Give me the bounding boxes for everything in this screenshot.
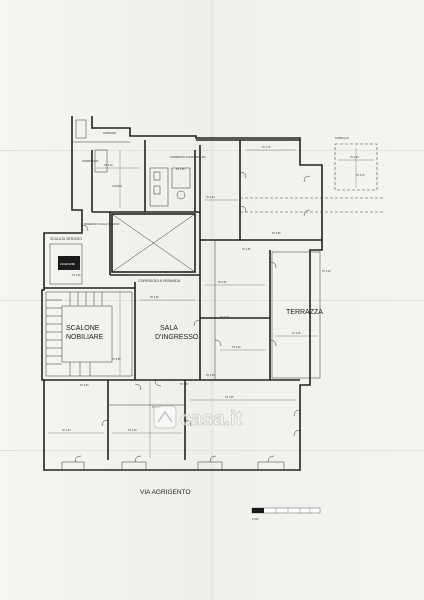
dim-label: H= 4,75 xyxy=(262,146,271,149)
label-scalone-1: SCALONE xyxy=(66,325,100,332)
service-stair xyxy=(49,243,83,285)
label-soppalco: SOPPALCO xyxy=(335,136,349,140)
ascensore-block xyxy=(58,256,80,270)
label-dispensa: DISPENSA xyxy=(103,131,116,135)
dimension-lines xyxy=(48,149,318,458)
door-swings xyxy=(74,171,311,463)
outer-walls xyxy=(41,116,323,471)
dim-label: H= 3,25 xyxy=(220,316,229,319)
label-terrazza: TERRAZZA xyxy=(286,309,323,316)
street-name: VIA AGRIGENTO xyxy=(140,489,190,496)
dim-label: H= 4,25 xyxy=(350,156,359,159)
dim-label: H= 5,07 xyxy=(180,383,189,386)
dim-label: H= 4,95 xyxy=(225,396,234,399)
label-ascensore: ASCENSORE xyxy=(60,263,75,266)
terrazza-area xyxy=(271,251,321,379)
scalone-stair xyxy=(45,291,133,377)
room-labels: SOPPALCO DISPENSA CUCINA DISIMPEGNO CORR… xyxy=(50,131,349,341)
dim-label: H= 4,95 xyxy=(218,281,227,284)
south-balconies xyxy=(61,461,285,471)
dim-label: H= 6,20 xyxy=(232,346,241,349)
watermark-text: casa.it xyxy=(180,408,243,430)
label-sala-1: SALA xyxy=(160,325,178,332)
dim-label: H= 3,84 xyxy=(80,384,89,387)
label-corridoio-veranda: CORRIDOIO A VERANDA xyxy=(138,279,181,283)
watermark: casa.it xyxy=(153,405,243,430)
label-corridoio-cucina: CORRIDOIO CUCINA BAGNO xyxy=(170,155,206,159)
watermark-house-icon xyxy=(157,410,173,423)
label-cucina: CUCINA xyxy=(112,184,122,188)
dim-label: H= 5,85 xyxy=(112,358,121,361)
paper-fold xyxy=(0,300,424,301)
dim-label: H= 3,95 xyxy=(160,271,169,274)
dim-label: H= 4,85 xyxy=(242,248,251,251)
dim-label: H= 3,25 xyxy=(176,168,185,171)
dim-label: H= 3,40 xyxy=(322,270,331,273)
dim-label: H= 3,10 xyxy=(104,164,113,167)
label-scala-servizio: SCALA DI SERVIZIO xyxy=(50,237,82,241)
dim-label: H= 5,80 xyxy=(272,232,281,235)
scale-label: 1:100 xyxy=(252,517,259,521)
paper-fold xyxy=(0,150,424,151)
label-scalone-2: NOBILIARE xyxy=(66,334,104,341)
scale-bar: 1:100 xyxy=(251,507,321,521)
kitchen-fixtures xyxy=(75,119,191,207)
dim-label: H= 3,20 xyxy=(206,196,215,199)
label-ingresso-scala: INGRESSO SCALA SERVIZIO xyxy=(84,222,120,226)
dim-label: H= 4,12 xyxy=(62,429,71,432)
dim-label: H= 4,20 xyxy=(128,429,137,432)
watermark-logo-icon xyxy=(153,405,177,429)
central-void xyxy=(111,213,196,273)
dim-label: H= 3,45 xyxy=(150,296,159,299)
label-disimpegno: DISIMPEGNO xyxy=(82,159,99,163)
dim-label: H= 6,20 xyxy=(356,174,365,177)
paper-fold xyxy=(0,450,424,451)
dim-label: H= 4,95 xyxy=(72,274,81,277)
dim-label: H= 4,45 xyxy=(292,332,301,335)
dim-label: H= 4,25 xyxy=(206,374,215,377)
label-sala-2: D'INGRESSO xyxy=(155,334,199,341)
soppalco-area xyxy=(240,143,385,213)
